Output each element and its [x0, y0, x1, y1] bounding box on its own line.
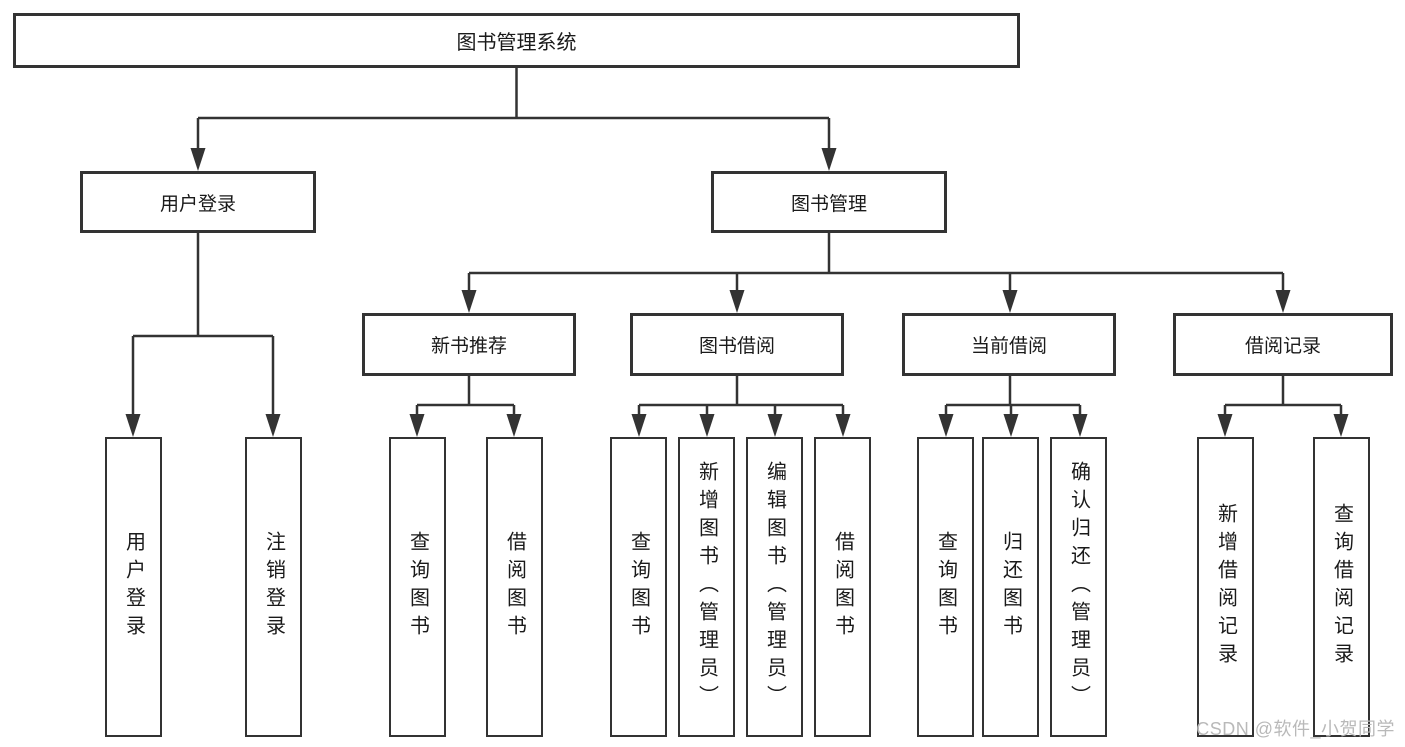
- node-current-borrowing: 当前借阅: [902, 313, 1116, 376]
- leaf-borrow-books: 借阅图书: [814, 437, 871, 737]
- leaf-user-login: 用户登录: [105, 437, 162, 737]
- leaf-return-book: 归还图书: [982, 437, 1039, 737]
- leaf-add-borrow-record: 新增借阅记录: [1197, 437, 1254, 737]
- node-borrowing-records: 借阅记录: [1173, 313, 1393, 376]
- leaf-logout: 注销登录: [245, 437, 302, 737]
- leaf-add-book-admin: 新增图书（管理员）: [678, 437, 735, 737]
- node-user-login: 用户登录: [80, 171, 316, 233]
- watermark: CSDN @软件_小贺同学: [1196, 719, 1395, 739]
- leaf-query-books-current: 查询图书: [917, 437, 974, 737]
- node-book-borrowing: 图书借阅: [630, 313, 844, 376]
- node-book-management: 图书管理: [711, 171, 947, 233]
- leaf-query-books-recommend: 查询图书: [389, 437, 446, 737]
- leaf-query-borrow-record: 查询借阅记录: [1313, 437, 1370, 737]
- leaf-confirm-return-admin: 确认归还（管理员）: [1050, 437, 1107, 737]
- leaf-edit-book-admin: 编辑图书（管理员）: [746, 437, 803, 737]
- leaf-query-books-borrow: 查询图书: [610, 437, 667, 737]
- leaf-borrow-books-recommend: 借阅图书: [486, 437, 543, 737]
- node-library-management-system: 图书管理系统: [13, 13, 1020, 68]
- node-new-book-recommendation: 新书推荐: [362, 313, 576, 376]
